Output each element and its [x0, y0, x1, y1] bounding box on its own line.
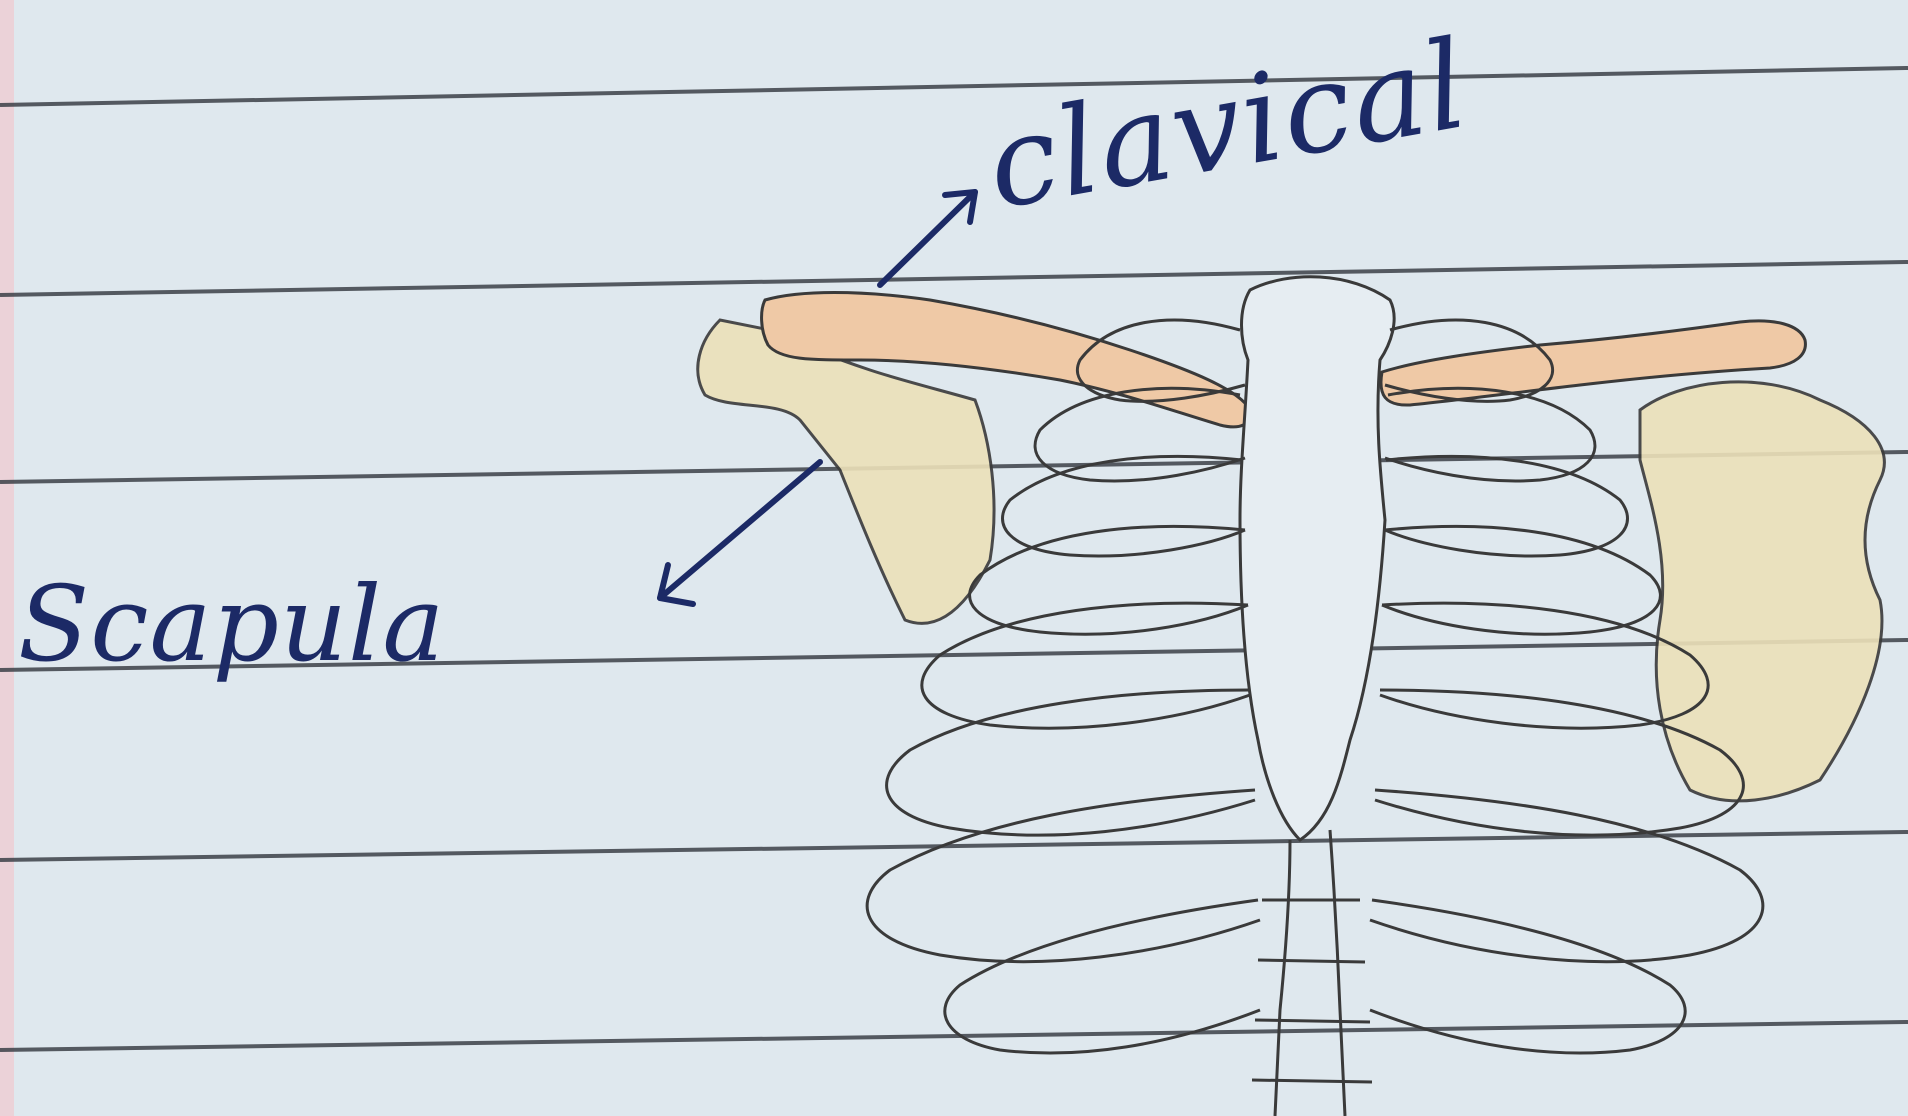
scapula-label: Scapula: [18, 572, 445, 676]
margin-line: [0, 0, 14, 1116]
